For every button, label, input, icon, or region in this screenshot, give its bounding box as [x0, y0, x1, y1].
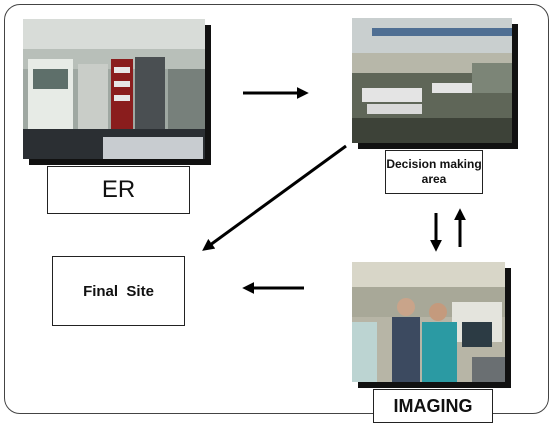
er-label: ER: [101, 176, 136, 203]
arrow-decision-to-final: [202, 144, 347, 251]
diagram-frame: [4, 4, 549, 414]
decision-photo: [352, 18, 512, 143]
decision-label-box: Decision making area: [385, 150, 483, 194]
imaging-label: IMAGING: [393, 395, 473, 416]
er-label-box: ER: [47, 166, 190, 214]
imaging-photo: [352, 262, 505, 382]
decision-label: Decision making area: [386, 157, 482, 186]
final-site-label: Final Site: [83, 282, 154, 300]
imaging-label-box: IMAGING: [373, 389, 493, 423]
final-site-box: Final Site: [52, 256, 185, 326]
er-photo: [23, 19, 205, 159]
